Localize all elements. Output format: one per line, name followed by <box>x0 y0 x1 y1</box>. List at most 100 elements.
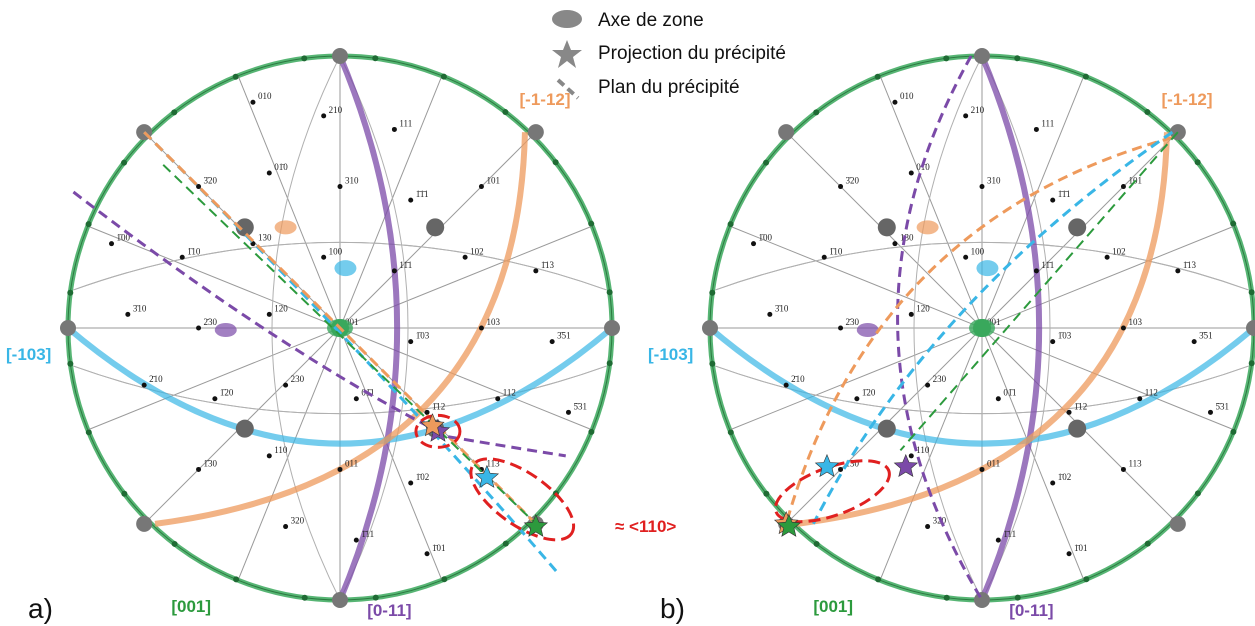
pole-dot <box>908 311 914 317</box>
blue-dashed-plane <box>143 131 559 574</box>
primitive-pole-dot <box>171 540 178 547</box>
zone-arc <box>913 55 983 601</box>
pole-index-label: 1̄11 <box>1003 529 1016 539</box>
panel-a: 1̄003̄102̄103̄201̄102̄301̄201̄3001001̄01… <box>6 48 620 624</box>
pole-dot <box>125 311 131 317</box>
pole-index-label: 1̄12 <box>1074 401 1087 411</box>
panel-letter: b) <box>660 593 685 624</box>
pole-dot <box>565 409 571 415</box>
zone-axis-111-disk <box>1068 218 1087 237</box>
pole-dot <box>283 382 289 388</box>
pole-dot <box>424 551 430 557</box>
pole-dot <box>892 99 898 105</box>
pole-index-label: 010 <box>258 91 272 101</box>
label-top-orange: [-1-12] <box>520 90 571 109</box>
primitive-pole-dot <box>301 55 308 62</box>
primitive-pole-dot <box>372 55 379 62</box>
pole-dot <box>963 254 969 260</box>
pole-dot <box>1137 396 1143 402</box>
pole-dot <box>196 184 202 190</box>
pole-dot <box>321 113 327 119</box>
pole-dot <box>266 170 272 176</box>
dashed-line-legend-icon <box>556 78 580 100</box>
pole-index-label: 111 <box>1041 118 1054 128</box>
zone-arc <box>73 241 607 291</box>
primitive-pole-dot <box>67 360 74 367</box>
panel-b: 1̄003̄102̄103̄201̄102̄301̄201̄3001001̄01… <box>648 48 1255 624</box>
pole-dot <box>783 382 789 388</box>
zone-arc <box>715 241 1249 291</box>
pole-dot <box>1050 339 1056 345</box>
primitive-pole-dot <box>1014 594 1021 601</box>
pole-dot <box>408 197 414 203</box>
pole-dot <box>391 268 397 274</box>
primitive-pole-dot <box>1230 220 1237 227</box>
pole-dot <box>892 241 898 247</box>
primitive-pole-dot <box>1144 540 1151 547</box>
zone-arc <box>271 55 341 601</box>
pole-dot <box>250 99 256 105</box>
primitive-pole-dot <box>1248 289 1255 296</box>
primitive-pole-dot <box>232 73 239 80</box>
pole-index-label: 100 <box>971 246 985 256</box>
primitive-pole-dot <box>1144 109 1151 116</box>
zone-axis-disk <box>1246 320 1255 336</box>
pole-dot <box>854 396 860 402</box>
pole-index-label: 1̄1̄1 <box>416 189 429 199</box>
pole-index-label: 1̄30 <box>846 458 860 468</box>
violet-ellipse-marker <box>214 323 237 337</box>
label-top-orange: [-1-12] <box>1162 90 1213 109</box>
zone-axis-legend-marker <box>552 10 582 28</box>
pole-index-label: 011 <box>987 458 1000 468</box>
primitive-pole-dot <box>372 594 379 601</box>
precipitate-star-icon <box>814 453 840 478</box>
primitive-pole-dot <box>709 289 716 296</box>
primitive-pole-dot <box>813 540 820 547</box>
pole-dot <box>353 537 359 543</box>
pole-index-label: 01̄1 <box>1003 388 1016 398</box>
pole-dot <box>337 466 343 472</box>
pole-index-label: 120 <box>274 303 288 313</box>
pole-dot <box>1191 339 1197 345</box>
pole-index-label: 010 <box>900 91 914 101</box>
precipitate-star-icon <box>776 513 802 537</box>
primitive-pole-dot <box>85 429 92 436</box>
primitive-pole-dot <box>943 594 950 601</box>
pole-dot <box>196 466 202 472</box>
pole-index-label: 1̄30 <box>204 458 218 468</box>
pole-dot <box>424 409 430 415</box>
star-legend-icon <box>552 40 582 68</box>
red-dashed-ellipse <box>414 413 462 449</box>
orange-ellipse-marker <box>916 220 939 235</box>
zone-axis-111-disk <box>1068 419 1087 438</box>
primitive-pole-dot <box>301 594 308 601</box>
pole-dot <box>337 184 343 190</box>
pole-index-label: 2̄30 <box>846 317 860 327</box>
violet-zone-circle <box>979 54 1043 602</box>
zone-axis-111-disk <box>235 419 254 438</box>
pole-dot <box>1120 325 1126 331</box>
pole-dot <box>751 241 757 247</box>
pole-index-label: 1̄02 <box>416 472 430 482</box>
pole-dot <box>995 537 1001 543</box>
pole-index-label: 1̄1̄1 <box>1058 189 1071 199</box>
pole-index-label: 3̄20 <box>204 176 218 186</box>
pole-index-label: 1̄11 <box>361 529 374 539</box>
primitive-pole-dot <box>588 220 595 227</box>
primitive-pole-dot <box>588 428 595 435</box>
zone-arc <box>981 55 1051 601</box>
approx-110-annotation: ≈ <110> <box>615 517 676 536</box>
zone-axis-disk <box>702 320 718 336</box>
pole-dot <box>908 170 914 176</box>
primitive-pole-dot <box>1082 73 1089 80</box>
primitive-pole-dot <box>763 490 770 497</box>
green-ellipse-marker <box>969 319 995 337</box>
pole-index-label: 2̄10 <box>791 374 805 384</box>
zone-axis-disk <box>136 515 153 532</box>
pole-index-label: 130 <box>258 233 272 243</box>
primitive-pole-dot <box>606 289 613 296</box>
pole-dot <box>196 325 202 331</box>
pole-index-label: 230 <box>933 374 947 384</box>
pole-dot <box>266 453 272 459</box>
orange-zone-circle <box>154 132 528 527</box>
